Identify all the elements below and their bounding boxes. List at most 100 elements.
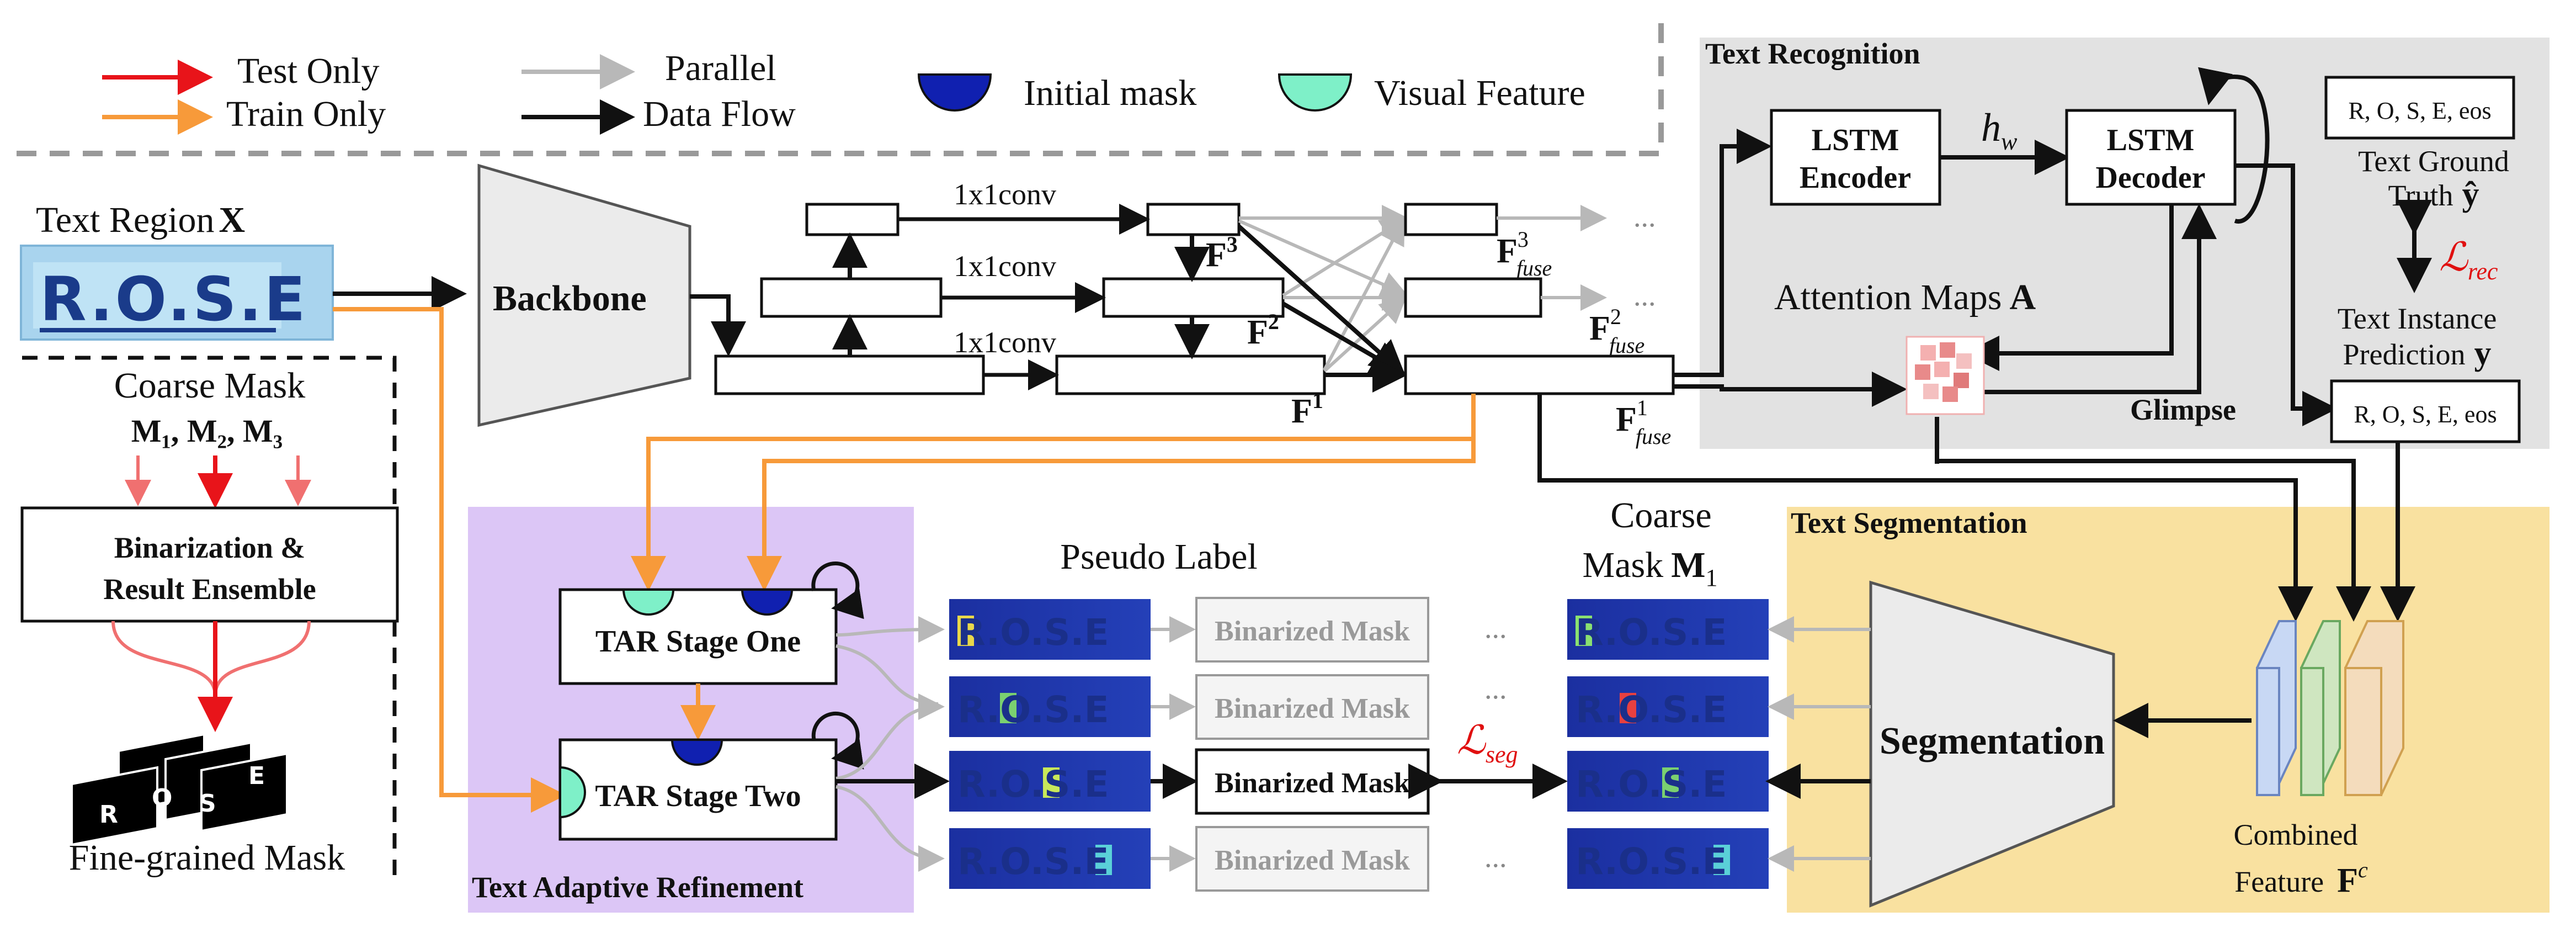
binarized-label-1: Binarized Mask [1215,616,1410,647]
legend-separator [17,17,1664,156]
coarse-word-4: R.O.S.E [1576,840,1727,883]
legend-train-label: Train Only [226,94,386,134]
fuse2-ellipsis: ... [1633,279,1656,312]
fpn-conv-label-1: 1x1conv [954,326,1056,359]
segmentation-title: Text Segmentation [1791,506,2027,539]
lstm-encoder [1770,109,1941,206]
encoder-line1: LSTM [1812,123,1899,157]
pseudo-word-4: R.O.S.E [957,840,1109,883]
pred-sequence: R, O, S, E, eos [2354,401,2497,428]
fine-grained-mask: R O S E [71,733,288,846]
input-image-panel [33,262,281,329]
fpn-conv-label-3: 1x1conv [954,178,1056,211]
segmentation-label: Segmentation [1880,720,2105,762]
binarized-box-1 [1195,597,1429,663]
legend-initial-mask-label: Initial mask [1024,73,1196,113]
loss-seg-label: ℒseg [1457,718,1518,768]
fpn-f3-label: F3 [1206,232,1238,274]
decoder-line1: LSTM [2107,123,2195,157]
stage-two-loop-icon [811,711,864,770]
arrow-decoder-attention [1964,204,2174,371]
fpn-f2-label: F2 [1247,309,1279,351]
fine-letter-r: R [99,801,118,829]
fpn-bottom-left [714,354,985,395]
fuse3-ellipsis: ... [1633,200,1656,233]
binarized-box-3 [1195,748,1430,815]
encoder-line2: Encoder [1800,161,1911,195]
arrow-stage-two-pseudo-4 [835,785,945,872]
stage-one-loop-icon [811,561,864,619]
ensemble-line2: Result Ensemble [103,573,316,606]
pred-line1: Text Instance [2338,302,2497,335]
arrow-fuse-combined-blue [1537,394,2313,622]
legend-dataflow-label: Data Flow [643,94,796,134]
fpn-f2-box [1102,277,1285,318]
legend-test-label: Test Only [237,51,380,91]
fpn-conv-label-2: 1x1conv [954,250,1056,283]
coarse-word-1: R.O.S.E [1576,611,1727,654]
initial-mask-icon [917,73,992,112]
arrow-fuse-encoder [1673,129,1772,377]
ensemble-box [20,506,399,623]
arrow-attention-decoder [1984,204,2217,394]
pseudo-word-2: R.O.S.E [957,688,1109,731]
fuse3-box [1404,203,1498,236]
gt-sequence-box [2324,76,2515,140]
stage-one-label: TAR Stage One [595,624,801,659]
ellipsis-1: ... [1484,611,1507,644]
recognition-title: Text Recognition [1705,37,1920,70]
stage-one-initial-mask [741,589,794,616]
pred-sequence-box [2330,379,2521,443]
stage-two-label: TAR Stage Two [595,779,801,813]
fine-letter-o: O [152,784,172,812]
legend-parallel-label: Parallel [665,48,776,88]
ellipsis-2: ... [1484,672,1507,705]
arrow-input-stage-two [333,307,566,813]
binarized-box-4 [1195,826,1429,892]
arrow-stage-one-pseudo [835,616,945,643]
coarse-mask-line1: Coarse [1610,495,1711,536]
input-image-word: R.O.S.E [40,264,308,335]
combined-feature [2256,620,2404,796]
pseudo-image-4 [949,828,1151,889]
ensemble-line1: Binarization & [114,531,306,564]
backbone-label: Backbone [493,278,647,319]
fpn-f1-label: F1 [1291,388,1323,430]
binarized-label-4: Binarized Mask [1215,845,1410,876]
fine-letter-s: S [199,790,216,818]
binarized-box-2 [1195,674,1429,740]
arrow-fuse-refine-2 [747,439,1476,591]
fpn-f3-box [1146,203,1241,236]
fpn-top-left [805,203,900,236]
combined-line1: Combined [2234,818,2358,851]
arrow-backbone-fpn [690,294,746,357]
ensemble-out-left [111,621,217,696]
decoder-loop [2198,67,2270,224]
coarse-mask-title: Coarse Mask [114,365,305,406]
arrow-stage-one-pseudo-2 [835,644,939,706]
arrow-fuse-attention [1673,372,1907,407]
binarized-label-2: Binarized Mask [1215,693,1410,724]
refinement-title: Text Adaptive Refinement [472,871,803,904]
stage-two-initial-mask [670,739,723,766]
legend-visual-feature-label: Visual Feature [1374,73,1585,113]
arrow-decoder-prediction [2235,163,2338,426]
fuse2-box [1404,277,1542,318]
fuse1-box [1404,354,1675,395]
pseudo-label-images [949,599,1151,889]
fusion-lines-black [1237,225,1408,393]
pseudo-word-1: R.O.S.E [957,611,1109,654]
arrow-stage-two-pseudo-1 [835,693,945,780]
loss-rec-label: ℒrec [2439,235,2498,285]
coarse-word-3: R.O.S.E [1576,763,1727,806]
coarse-mask-list: M₁, M₂, M₃ [131,413,283,449]
